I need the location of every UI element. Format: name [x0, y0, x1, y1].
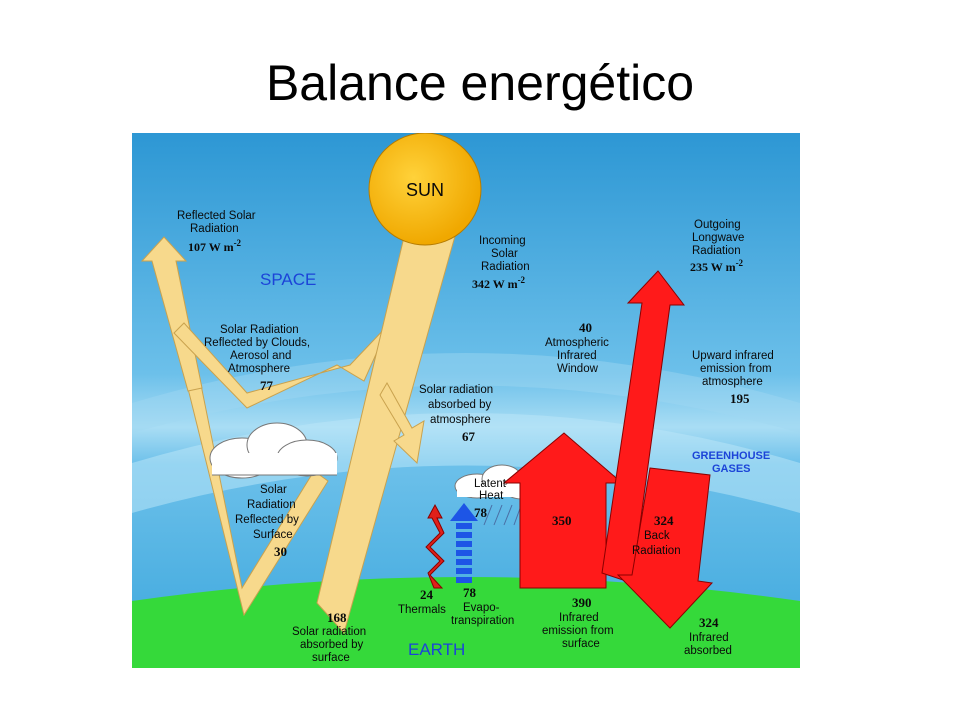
clouds-refl-label-4: Atmosphere — [228, 363, 290, 375]
outgoing-value: 235 W m-2 — [690, 258, 744, 274]
surface-refl-label-4: Surface — [253, 529, 293, 541]
energy-balance-diagram: SUN Reflected Solar Ra — [132, 133, 800, 668]
reflected-solar-label-2: Radiation — [190, 223, 239, 235]
absorbed-atm-value: 67 — [462, 429, 476, 444]
solar-abs-value: 168 — [327, 610, 347, 625]
upward-label-3: atmosphere — [702, 376, 763, 388]
ir-350-value: 350 — [552, 513, 572, 528]
window-label-1: Atmospheric — [545, 337, 609, 349]
solar-abs-label-2: absorbed by — [300, 639, 364, 651]
clouds-refl-label-1: Solar Radiation — [220, 324, 299, 336]
thermals-label: Thermals — [398, 604, 446, 616]
window-value: 40 — [579, 320, 592, 335]
atmosphere-absorbed-arrow — [379, 381, 425, 465]
upward-value: 195 — [730, 391, 750, 406]
diagram-svg: SUN Reflected Solar Ra — [132, 133, 800, 668]
surface-refl-value: 30 — [274, 544, 287, 559]
greenhouse-label-2: GASES — [712, 463, 751, 475]
incoming-label-2: Solar — [491, 248, 518, 260]
surface-refl-label-2: Radiation — [247, 499, 296, 511]
greenhouse-label-1: GREENHOUSE — [692, 450, 770, 462]
latent-value: 78 — [474, 505, 488, 520]
evapo-value: 78 — [463, 585, 477, 600]
window-label-3: Window — [557, 363, 599, 375]
slide-title: Balance energético — [265, 55, 695, 111]
ir-surface-label-3: surface — [562, 638, 600, 650]
evapo-label-2: transpiration — [451, 615, 514, 627]
thermals-value: 24 — [420, 587, 434, 602]
reflected-solar-label-1: Reflected Solar — [177, 210, 256, 222]
latent-label-1: Latent — [474, 478, 507, 490]
back-label-1: Back — [644, 530, 670, 542]
clouds-refl-label-3: Aerosol and — [230, 350, 291, 362]
reflected-solar-arrow — [140, 236, 203, 392]
ir-surface-value: 390 — [572, 595, 592, 610]
sun-label: SUN — [406, 180, 444, 200]
sun — [368, 133, 482, 246]
outgoing-label-3: Radiation — [692, 245, 741, 257]
outgoing-label-2: Longwave — [692, 232, 744, 244]
ir-surface-label-2: emission from — [542, 625, 614, 637]
upward-label-2: emission from — [700, 363, 772, 375]
outgoing-label-1: Outgoing — [694, 219, 741, 231]
incoming-label-1: Incoming — [479, 235, 526, 247]
back-radiation-arrow — [616, 467, 714, 629]
surface-refl-label-1: Solar — [260, 484, 287, 496]
incoming-label-3: Radiation — [481, 261, 530, 273]
space-label: SPACE — [260, 270, 316, 289]
cloud-left — [209, 422, 338, 479]
upward-label-1: Upward infrared — [692, 350, 774, 362]
absorbed-atm-label-3: atmosphere — [430, 414, 491, 426]
reflected-solar-value: 107 W m-2 — [188, 238, 242, 254]
evapo-arrow — [450, 503, 478, 583]
latent-label-2: Heat — [479, 490, 504, 502]
surface-refl-label-3: Reflected by — [235, 514, 299, 526]
solar-abs-label-3: surface — [312, 652, 350, 664]
window-label-2: Infrared — [557, 350, 597, 362]
earth-surface — [132, 577, 800, 668]
back-value: 324 — [654, 513, 674, 528]
earth-label: EARTH — [408, 640, 465, 659]
evapo-label-1: Evapo- — [463, 602, 500, 614]
clouds-refl-label-2: Reflected by Clouds, — [204, 337, 310, 349]
ir-abs-label-1: Infrared — [689, 632, 729, 644]
absorbed-atm-label-1: Solar radiation — [419, 384, 493, 396]
clouds-refl-value: 77 — [260, 378, 274, 393]
thermals-arrow — [425, 503, 445, 589]
ir-abs-label-2: absorbed — [684, 645, 732, 657]
ir-surface-label-1: Infrared — [559, 612, 599, 624]
incoming-value: 342 W m-2 — [472, 275, 526, 291]
absorbed-atm-label-2: absorbed by — [428, 399, 492, 411]
ir-abs-value: 324 — [699, 615, 719, 630]
back-label-2: Radiation — [632, 545, 681, 557]
solar-abs-label-1: Solar radiation — [292, 626, 366, 638]
